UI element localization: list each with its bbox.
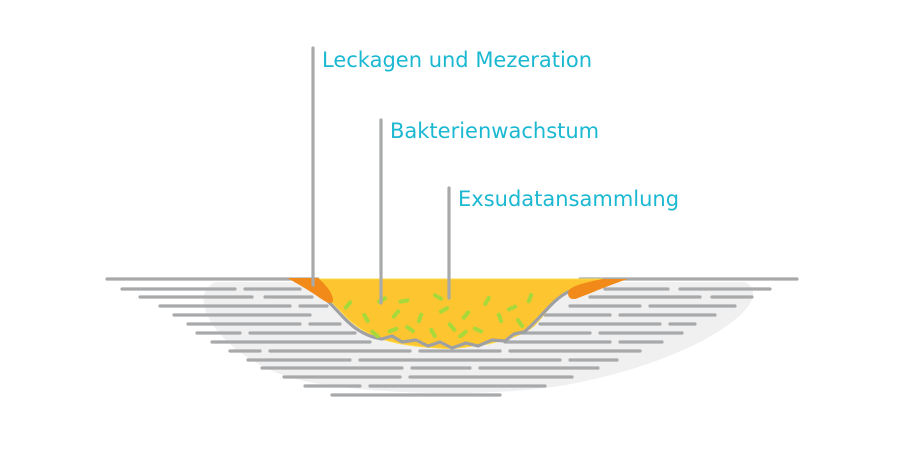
bacterium-icon [398, 298, 410, 304]
bacterium-icon [515, 318, 525, 328]
bacteria-cluster [343, 292, 534, 339]
bacterium-icon [405, 324, 415, 334]
bacterium-icon [472, 326, 484, 334]
bacterium-icon [506, 304, 518, 312]
maceration-left-edge [287, 278, 334, 303]
label-bacterial-growth: Bakterienwachstum [390, 119, 599, 143]
bacterium-icon [447, 322, 457, 332]
maceration-right-edge [568, 279, 628, 300]
bacterium-icon [391, 309, 401, 319]
bacterium-icon [483, 295, 491, 307]
bacterium-icon [526, 292, 534, 304]
bacterium-icon [429, 327, 437, 339]
bacterium-icon [370, 329, 380, 339]
label-exudate-accumulation: Exsudatansammlung [458, 187, 679, 211]
bacterium-icon [438, 306, 450, 314]
bacterium-icon [432, 293, 444, 301]
bacterium-icon [461, 310, 471, 320]
label-leakage-maceration: Leckagen und Mezeration [322, 48, 592, 72]
bacterium-icon [362, 312, 370, 324]
wound-base-line [316, 285, 582, 350]
bacterium-icon [416, 312, 424, 324]
bacterium-icon [496, 312, 504, 324]
bacterium-icon [343, 300, 353, 310]
bacterium-icon [458, 329, 468, 339]
tissue-layer-lines [105, 277, 799, 397]
bacterium-icon [387, 326, 399, 334]
